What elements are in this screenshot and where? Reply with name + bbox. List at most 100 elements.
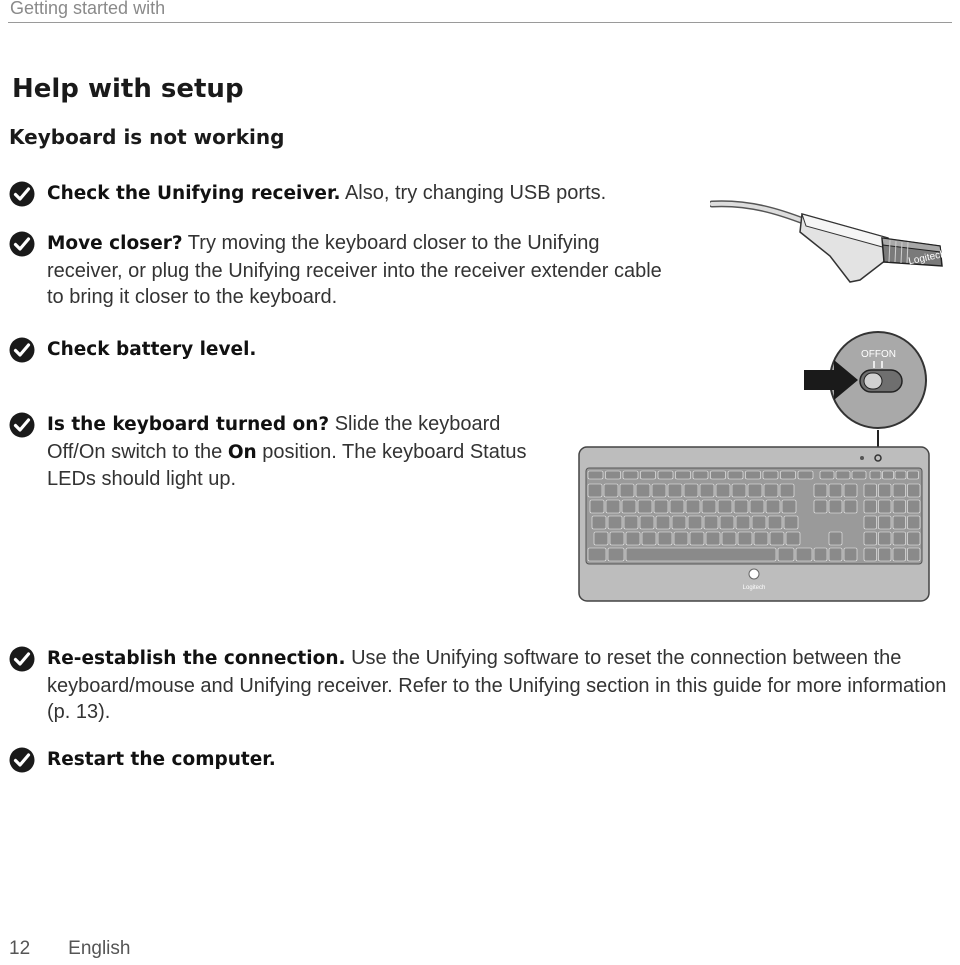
keyboard-key xyxy=(745,470,761,480)
keyboard-key xyxy=(795,547,813,562)
keyboard-key xyxy=(623,515,639,530)
keyboard-key xyxy=(892,499,906,514)
keyboard-key xyxy=(813,483,828,498)
tip-heading: Re-establish the connection. xyxy=(47,648,346,669)
keyboard-key xyxy=(605,470,621,480)
keyboard-key xyxy=(762,470,779,480)
keyboard-key xyxy=(669,499,685,514)
running-header: Getting started with xyxy=(8,0,952,23)
keyboard-key xyxy=(878,499,892,514)
checkmark-circle-icon xyxy=(9,337,35,363)
switch-off-label: OFF xyxy=(861,349,881,360)
tip-heading: Move closer? xyxy=(47,233,183,254)
keyboard-key xyxy=(587,470,604,480)
tip-heading: Check the Unifying receiver. xyxy=(47,183,341,204)
keyboard-key xyxy=(731,483,747,498)
keyboard-key xyxy=(657,531,673,546)
tip-text: Is the keyboard turned on? Slide the key… xyxy=(47,411,527,493)
keyboard-key xyxy=(721,531,737,546)
keyboard-key xyxy=(907,470,919,480)
keyboard-key xyxy=(863,499,877,514)
arrow-right-icon xyxy=(804,360,858,400)
keyboard-key xyxy=(640,470,656,480)
tip-body-end: position. The keyboard Status LEDs shoul… xyxy=(47,440,527,491)
tip-heading: Restart the computer. xyxy=(47,749,276,770)
keyboard-key xyxy=(749,499,765,514)
keyboard-key xyxy=(605,499,621,514)
keyboard-key xyxy=(705,531,721,546)
keyboard-key xyxy=(733,499,749,514)
keyboard-key xyxy=(813,547,828,562)
keyboard-key xyxy=(779,483,795,498)
keyboard-key xyxy=(589,499,605,514)
keyboard-key xyxy=(843,547,858,562)
keyboard-key xyxy=(863,531,877,546)
keyboard-key xyxy=(863,547,877,562)
tip-body: Slide the keyboard Off/On switch to the xyxy=(47,413,501,463)
keyboard-key xyxy=(687,515,703,530)
keyboard-key xyxy=(892,483,906,498)
keyboard-key xyxy=(769,531,785,546)
keyboard-key xyxy=(828,483,843,498)
keyboard-key xyxy=(907,515,921,530)
keyboard-key xyxy=(781,499,797,514)
page-footer: 12 English xyxy=(9,938,130,960)
keyboard-key xyxy=(828,547,843,562)
page-number: 12 xyxy=(9,938,31,959)
receiver-extender-illustration: Logitech xyxy=(710,200,947,283)
keyboard-key xyxy=(699,483,715,498)
keyboard-key xyxy=(747,483,763,498)
page-title: Help with setup xyxy=(12,74,244,104)
keyboard-key xyxy=(651,483,667,498)
keyboard-key xyxy=(587,547,607,562)
keyboard-key xyxy=(653,499,669,514)
keyboard-key xyxy=(607,547,625,562)
keyboard-key xyxy=(701,499,717,514)
keyboard-key xyxy=(907,483,921,498)
tip-text: Move closer? Try moving the keyboard clo… xyxy=(47,230,672,311)
keyboard-key xyxy=(657,470,674,480)
tip-text: Re-establish the connection. Use the Uni… xyxy=(47,645,947,726)
keyboard-key xyxy=(843,499,858,514)
keyboard-key xyxy=(621,499,637,514)
keyboard-key xyxy=(878,547,892,562)
keyboard-key xyxy=(591,515,607,530)
section-subtitle: Keyboard is not working xyxy=(9,125,285,149)
footer-language: English xyxy=(68,938,131,959)
keyboard-key xyxy=(719,515,735,530)
keyboard-key xyxy=(609,531,625,546)
keyboard-key xyxy=(675,470,691,480)
switch-on-label: ON xyxy=(881,349,896,360)
checkmark-circle-icon xyxy=(9,181,35,207)
keyboard-key xyxy=(673,531,689,546)
keyboard-key xyxy=(851,470,867,480)
keyboard-key xyxy=(863,483,877,498)
keyboard-key xyxy=(593,531,609,546)
keyboard-key xyxy=(692,470,709,480)
keyboard-key xyxy=(667,483,683,498)
keyboard-key xyxy=(777,547,795,562)
tip-body: Try moving the keyboard closer to the Un… xyxy=(47,232,662,308)
tip-body: Also, try changing USB ports. xyxy=(340,182,607,204)
keyboard-key xyxy=(797,470,814,480)
keyboard-key xyxy=(878,515,892,530)
keyboard-key xyxy=(683,483,699,498)
keyboard-key xyxy=(625,547,777,562)
tip-heading: Check battery level. xyxy=(47,339,257,360)
keyboard-key xyxy=(892,531,906,546)
tip-text: Check the Unifying receiver. Also, try c… xyxy=(47,180,667,208)
keyboard-logo-text: Logitech xyxy=(743,585,766,591)
tip-text: Check battery level. xyxy=(47,336,447,364)
keyboard-key xyxy=(622,470,639,480)
keyboard-key xyxy=(878,531,892,546)
keyboard-key xyxy=(863,515,877,530)
keyboard-key xyxy=(780,470,796,480)
keyboard-key xyxy=(765,499,781,514)
keyboard-key xyxy=(715,483,731,498)
keyboard-key xyxy=(835,470,851,480)
keyboard-key xyxy=(625,531,641,546)
checkmark-circle-icon xyxy=(9,747,35,773)
keyboard-key xyxy=(710,470,726,480)
keyboard-key xyxy=(828,531,843,546)
keyboard-key xyxy=(843,483,858,498)
